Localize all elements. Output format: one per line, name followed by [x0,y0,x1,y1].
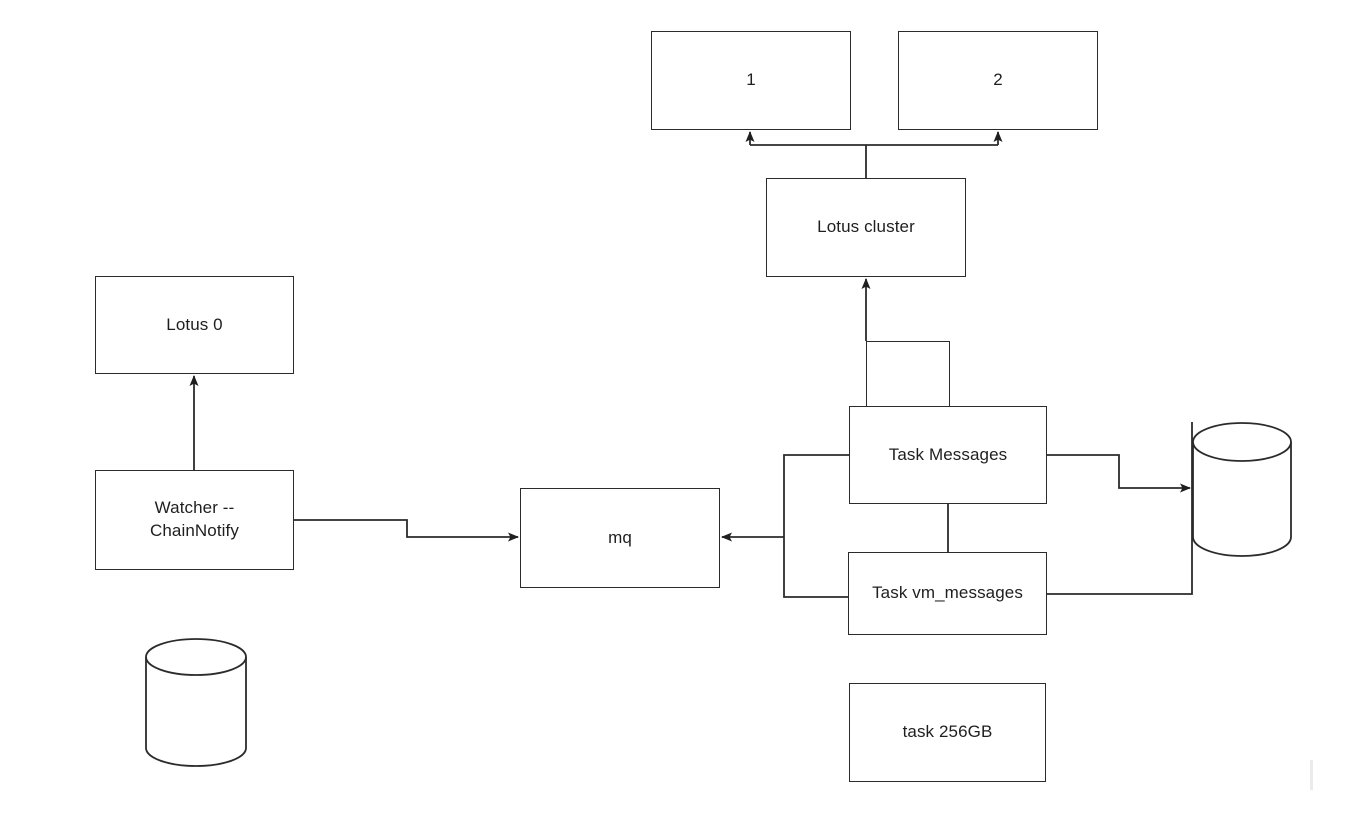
node-watcher-chainnotify[interactable]: Watcher -- ChainNotify [95,470,294,570]
edge-tasks-left-bus [783,454,849,598]
database-left-icon[interactable] [145,638,247,767]
database-right-icon[interactable] [1192,422,1292,558]
node-lotus-0[interactable]: Lotus 0 [95,276,294,374]
node-2[interactable]: 2 [898,31,1098,130]
node-hidden-box[interactable] [866,341,950,416]
edge-messages-to-db [1047,454,1191,493]
node-mq[interactable]: mq [520,488,720,588]
node-task-messages[interactable]: Task Messages [849,406,1047,504]
node-lotus-cluster[interactable]: Lotus cluster [766,178,966,277]
node-1[interactable]: 1 [651,31,851,130]
edge-watcher-to-mq [294,519,519,542]
node-task-vm-messages[interactable]: Task vm_messages [848,552,1047,635]
edge-vmmessages-to-db [1047,422,1193,595]
canvas-edge-tick [1310,760,1313,790]
node-task-256gb[interactable]: task 256GB [849,683,1046,782]
